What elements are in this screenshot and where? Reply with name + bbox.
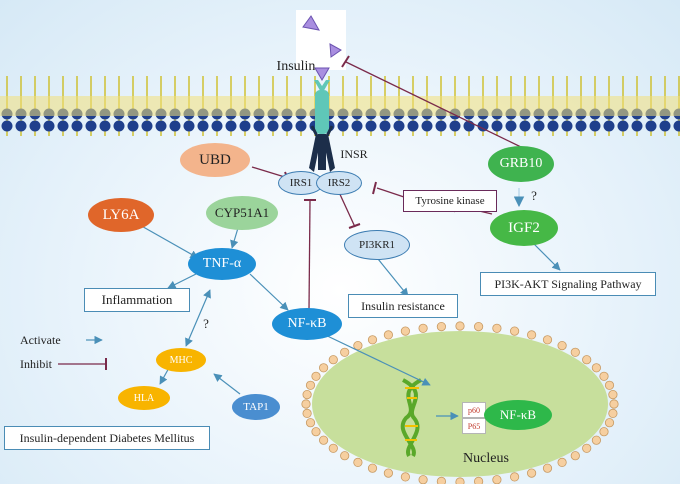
p65-label: P65 [462,418,486,434]
nuclear-envelope-bead [609,399,619,409]
nuclear-envelope-bead [599,427,609,437]
nuclear-envelope-bead [492,475,502,484]
nuclear-envelope-bead [526,330,537,340]
nuclear-envelope-bead [526,468,537,478]
grb10-node: GRB10 [488,146,554,182]
nuclear-envelope-bead [455,321,465,331]
nuclear-envelope-bead [383,330,393,340]
mhc-node: MHC [156,348,206,372]
ly6a-node: LY6A [88,198,154,232]
ubd-node: UBD [180,143,250,177]
nuclear-envelope-bead [305,380,316,390]
nuclear-envelope-bead [542,335,553,345]
nuclear-envelope-bead [473,321,484,332]
tnf-alpha-node: TNF-α [188,248,256,280]
tyrosine-kinase-box: Tyrosine kinase [403,190,497,212]
nuclear-envelope-bead [582,355,592,365]
insulin-bound-icon [314,67,330,81]
insulin-triangle-icon [302,15,320,31]
nuclear-envelope-bead [305,418,316,428]
tap1-node: TAP1 [232,394,280,420]
nuclear-envelope-bead [604,418,615,428]
nuclear-envelope-bead [557,340,567,351]
nucleus-label: Nucleus [463,451,509,466]
irs1-node: IRS1 [278,171,324,195]
nuclear-envelope-bead [570,347,580,357]
nuclear-envelope-bead [318,363,329,373]
nuclear-envelope-bead [542,463,553,473]
inhibition-lines [58,55,524,370]
nuclear-envelope-bead [455,477,465,484]
nuclear-envelope-bead [311,371,321,381]
nuclear-envelope-bead [509,326,520,336]
question-mark-mhc-tnf: ? [203,316,209,331]
legend-inhibit-label: Inhibit [20,356,52,371]
insulin-triangle-icon [329,43,342,58]
nuclear-envelope-bead [608,408,618,418]
nfkb-node: NF-κB [272,308,342,340]
nuclear-envelope-bead [474,476,484,484]
nfkb-nucleus-node: NF-κB [484,400,552,430]
membrane-core [0,96,680,116]
nuclear-envelope-bead [311,427,321,437]
insulin-receptor-icon [309,80,335,172]
pi3kr1-node: PI3KR1 [344,230,410,260]
nuclear-envelope-bead [418,323,428,333]
nuclear-envelope-bead [367,463,378,473]
insulin-resistance-box: Insulin resistance [348,294,458,318]
legend-activate-label: Activate [20,332,61,347]
nuclear-envelope-bead [328,355,338,365]
irs2-node: IRS2 [316,171,362,195]
nuclear-envelope-bead [400,472,410,482]
nuclear-envelope-bead [340,347,350,357]
nuclear-envelope-bead [608,389,618,400]
nuclear-envelope-bead [570,451,580,461]
igf2-node: IGF2 [490,210,558,246]
nuclear-envelope-bead [604,380,615,390]
nuclear-envelope-bead [301,399,311,409]
nuclear-envelope-bead [353,457,363,467]
nuclear-envelope-bead [557,457,567,467]
dna-icon [400,378,423,458]
iddm-box: Insulin-dependent Diabetes Mellitus [4,426,210,450]
nuclear-envelope-bead [599,371,609,381]
nuclear-envelope-bead [418,475,428,484]
nuclear-envelope-bead [582,443,592,453]
nucleus [301,321,619,484]
nuclear-envelope-bead [591,435,602,445]
inflammation-box: Inflammation [84,288,190,312]
nuclear-envelope-bead [383,468,393,478]
nuclear-envelope-bead [367,335,378,345]
nuclear-envelope-bead [328,443,338,453]
question-mark-grb10-igf2: ? [531,188,537,203]
nuclear-envelope-bead [340,451,350,461]
insulin-label: Insulin [276,59,316,74]
nuclear-envelope-bead [509,472,520,482]
nuclear-envelope-bead [353,340,363,351]
pi3k-akt-pathway-box: PI3K-AKT Signaling Pathway [480,272,656,296]
nuclear-envelope-bead [302,389,312,400]
nuclear-envelope-bead [302,408,312,418]
insulin-panel [296,10,346,70]
insr-label: INSR [340,146,368,161]
cyp51a1-node: CYP51A1 [206,196,278,230]
hla-node: HLA [118,386,170,410]
p60-label: p60 [462,402,486,418]
nuclear-envelope-bead [436,321,446,332]
nuclear-envelope-bead [318,435,329,445]
nuclear-envelope-bead [436,476,446,484]
nuclear-envelope-bead [492,323,502,333]
nuclear-envelope-bead [591,363,602,373]
nuclear-envelope-bead [400,326,410,336]
